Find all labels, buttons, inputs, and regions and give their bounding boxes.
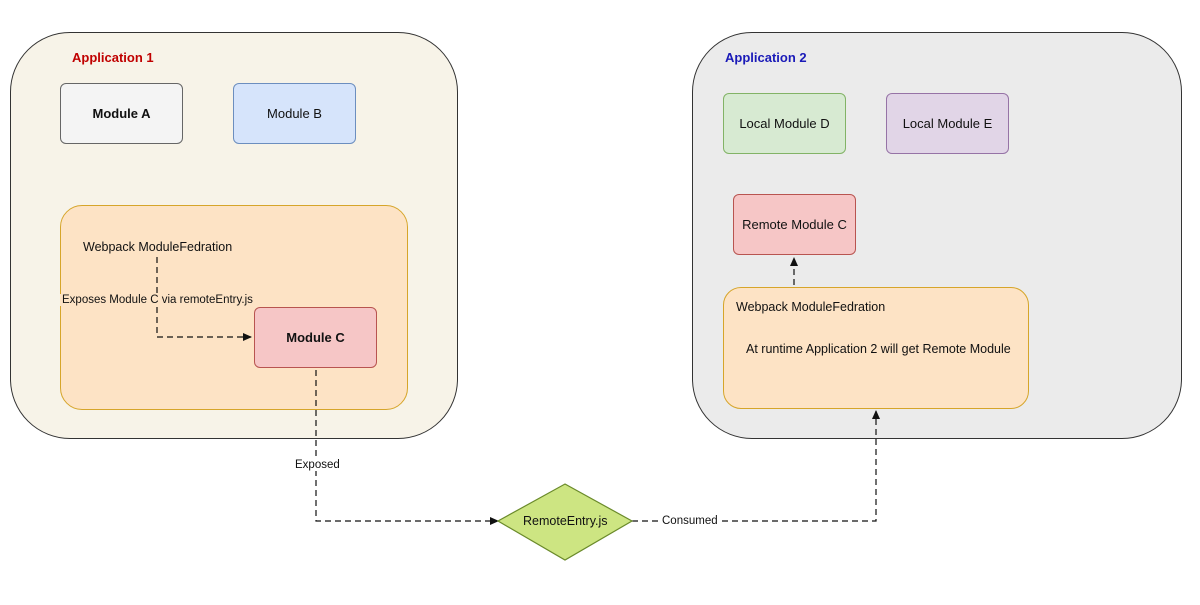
local-module-e-label: Local Module E <box>902 116 993 131</box>
local-module-d: Local Module D <box>723 93 846 154</box>
consumed-connector <box>632 410 880 522</box>
application-1-title: Application 1 <box>72 50 154 65</box>
app1-federation-label: Webpack ModuleFedration <box>83 240 233 254</box>
exposed-edge-label: Exposed <box>293 459 342 471</box>
remote-entry-label: RemoteEntry.js <box>523 514 608 528</box>
exposes-connector <box>156 257 252 341</box>
exposes-edge-label: Exposes Module C via remoteEntry.js <box>60 294 255 306</box>
app2-federation-box <box>723 287 1029 409</box>
module-b-label: Module B <box>267 106 322 121</box>
module-c: Module C <box>254 307 377 368</box>
module-c-label: Module C <box>286 330 345 345</box>
remote-module-c-label: Remote Module C <box>742 217 847 232</box>
module-b: Module B <box>233 83 356 144</box>
local-module-e: Local Module E <box>886 93 1009 154</box>
consumed-edge-label: Consumed <box>660 515 720 527</box>
app2-federation-label: Webpack ModuleFedration <box>736 300 886 314</box>
local-module-d-label: Local Module D <box>739 116 830 131</box>
remote-entry-diamond <box>496 483 634 561</box>
module-a-label: Module A <box>92 106 151 121</box>
exposed-connector <box>315 370 499 525</box>
app2-runtime-label: At runtime Application 2 will get Remote… <box>746 342 1011 356</box>
remote-module-c: Remote Module C <box>733 194 856 255</box>
module-a: Module A <box>60 83 183 144</box>
application-2-title: Application 2 <box>725 50 807 65</box>
